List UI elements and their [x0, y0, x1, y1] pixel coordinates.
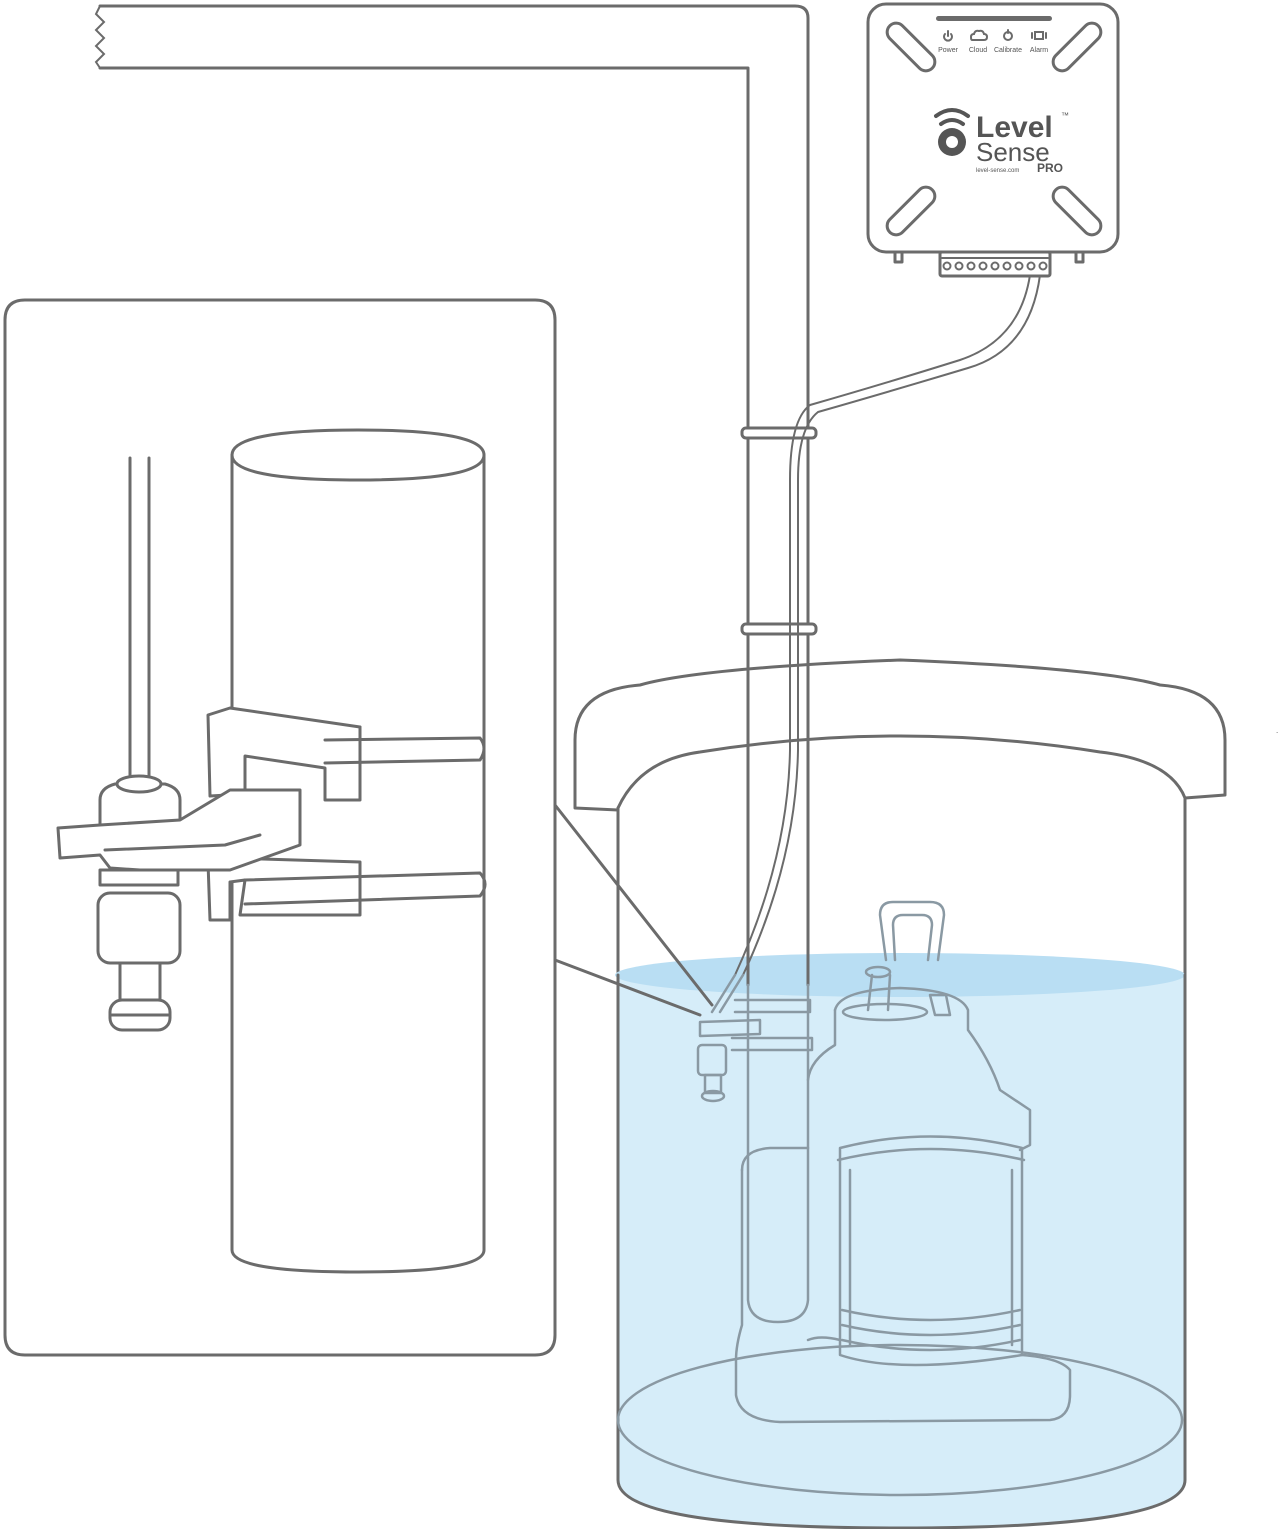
brand-name-level: Level — [976, 111, 1053, 144]
indicator-label: Cloud — [969, 47, 987, 54]
detail-pipe — [230, 428, 486, 1274]
model-pro: PRO — [1037, 161, 1063, 175]
wifi-drop-icon — [934, 108, 970, 156]
alarm-icon — [1031, 31, 1047, 40]
sump-pump — [734, 900, 1072, 1424]
mounting-slot-top-left — [885, 21, 937, 73]
indicator-label: Alarm — [1030, 47, 1048, 54]
indicator-power: Power — [938, 30, 959, 54]
sump-basin-back — [573, 658, 1227, 982]
float-switch-small — [696, 998, 814, 1103]
website: level-sense.com — [976, 168, 1019, 174]
basin-floor — [616, 1343, 1184, 1497]
brand-name-sense: Sense — [976, 137, 1050, 167]
detail-float-switch — [56, 456, 487, 1032]
level-sense-controller: Power Cloud Calibrate Alarm — [866, 2, 1120, 278]
indicator-alarm: Alarm — [1030, 31, 1048, 54]
calibrate-icon — [1003, 29, 1013, 41]
mounting-slot-bottom-right — [1051, 185, 1103, 237]
trademark: ™ — [1061, 111, 1069, 120]
stray-mark: . — [1276, 726, 1278, 735]
sensor-cable — [710, 274, 1041, 1014]
mounting-slot-top-right — [1051, 21, 1103, 73]
status-light-bar — [936, 16, 1052, 21]
terminal-block — [941, 257, 1049, 271]
indicator-calibrate: Calibrate — [994, 29, 1022, 54]
indicator-label: Power — [938, 47, 959, 54]
mounting-slot-bottom-left — [885, 185, 937, 237]
indicator-label: Calibrate — [994, 47, 1022, 54]
water-surface — [615, 953, 1185, 997]
water — [615, 953, 1187, 1529]
discharge-pipe — [94, 4, 810, 442]
cloud-icon — [969, 29, 989, 41]
indicator-cloud: Cloud — [969, 29, 989, 54]
power-icon — [943, 30, 953, 42]
level-sense-logo: Level ™ Sense level-sense.com PRO — [934, 108, 1069, 175]
